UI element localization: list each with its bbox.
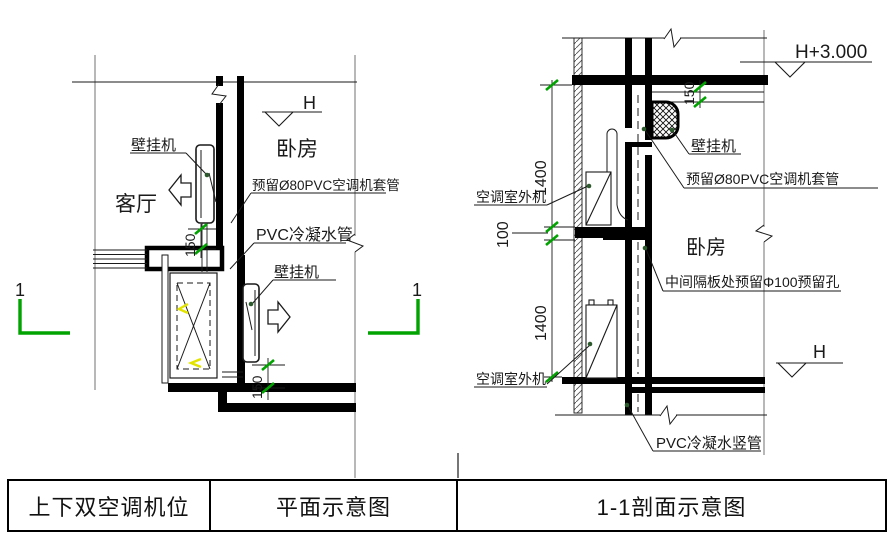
- wall-unit-top-label: 壁挂机: [131, 137, 176, 154]
- outdoor-unit-bottom-label: 空调室外机: [476, 371, 546, 387]
- section-mark-right: 1: [368, 280, 422, 335]
- plan-elevation-label: H: [303, 93, 316, 113]
- section-bottom-slab-1: [562, 377, 765, 384]
- plan-wall-right-leaf: [237, 76, 244, 255]
- section-pipe: [606, 128, 618, 215]
- section-top-slab: [572, 75, 768, 85]
- airflow-arrow-right-icon: [267, 300, 291, 334]
- plan-wall-lower: [237, 255, 245, 386]
- title-block-cell-section: 1-1剖面示意图: [596, 494, 747, 520]
- elevation-top-value: H+3.000: [795, 42, 867, 63]
- dim-value: 150: [681, 81, 697, 105]
- section-view: H+3.000 H 150 1400 100 1400: [457, 27, 878, 479]
- window-symbol: [93, 249, 147, 269]
- section-elevation-top: H+3.000: [740, 42, 872, 78]
- plan-living-room-label: 客厅: [115, 193, 157, 216]
- drain-riser-label: PVC冷凝水竖管: [656, 435, 762, 452]
- title-block-cell-name: 上下双空调机位: [9, 481, 211, 530]
- airflow-arrow-left-icon: [168, 173, 192, 207]
- plan-drain-label: PVC冷凝水管: [256, 226, 353, 244]
- title-block: 上下双空调机位 平面示意图 1-1剖面示意图: [7, 479, 887, 532]
- plan-wall-bottom-2: [218, 403, 356, 412]
- plan-elevation-mark: H: [262, 93, 322, 127]
- break-symbol: [754, 224, 774, 243]
- plan-wall-bottom-joint: [218, 385, 227, 410]
- plan-annotations: 壁挂机 预留Ø80PVC空调机套管 PVC冷凝水管 壁挂机: [130, 137, 400, 307]
- section-dim-chain: 1400 100 1400: [495, 78, 575, 384]
- section-dim-150: 150: [681, 80, 708, 109]
- plan-wall-bottom-1: [168, 383, 356, 392]
- dim-value: 1400: [533, 305, 550, 341]
- plan-outdoor-unit: [169, 272, 218, 379]
- plan-wall-left-leaf: [216, 76, 223, 251]
- section-bottom-slab-2: [631, 387, 765, 393]
- plan-dim-150-top: 150: [182, 222, 216, 258]
- section-mid-hole-label: 中间隔板处预留Φ100预留孔: [665, 274, 840, 290]
- plan-view: H 客厅 卧房 壁挂机 预留Ø80PVC空调机套管 PVC冷凝水管 壁挂机: [15, 55, 422, 478]
- section-pipe-elbow: [616, 204, 629, 221]
- section-mid-slab-step: [603, 231, 652, 240]
- section-outdoor-unit-top: [585, 171, 612, 226]
- section-exterior-wall: [573, 37, 583, 414]
- plan-dim-150-bottom: 150: [249, 358, 285, 400]
- dim-value: 150: [249, 375, 265, 399]
- title-block-cell-plan: 平面示意图: [211, 481, 458, 530]
- section-annotations: 壁挂机 预留Ø80PVC空调机套管 卧房 中间隔板处预留Φ100预留孔 空调室外…: [474, 126, 878, 452]
- break-symbol: [345, 233, 365, 253]
- elevation-bottom-value: H: [813, 342, 826, 362]
- highlight-mark: [187, 357, 202, 369]
- section-elevation-bottom: H: [776, 342, 843, 378]
- break-symbol: [659, 404, 678, 426]
- plan-wall-unit-top: [195, 144, 217, 224]
- dim-value: 100: [495, 221, 512, 248]
- balcony-side-wall: [161, 254, 169, 384]
- plan-bedroom-label: 卧房: [276, 138, 318, 161]
- section-sleeve-label: 预留Ø80PVC空调机套管: [686, 171, 839, 187]
- plan-sleeve-label: 预留Ø80PVC空调机套管: [252, 178, 400, 193]
- section-interior-wall: [625, 38, 652, 415]
- break-mask: [348, 236, 362, 252]
- break-mask: [757, 227, 771, 242]
- highlight-mark: [176, 302, 189, 315]
- plan-wall-unit-bottom: [242, 283, 260, 363]
- dim-value: 1400: [533, 160, 550, 196]
- break-symbol: [663, 27, 682, 49]
- section-mark-number: 1: [412, 280, 422, 300]
- section-mark-left: 1: [15, 280, 70, 335]
- section-wall-unit-label: 壁挂机: [691, 138, 736, 155]
- wall-unit-bottom-label: 壁挂机: [274, 264, 319, 281]
- section-bedroom-label: 卧房: [686, 236, 726, 259]
- break-symbol: [211, 83, 227, 106]
- cad-canvas: H 客厅 卧房 壁挂机 预留Ø80PVC空调机套管 PVC冷凝水管 壁挂机: [15, 27, 878, 479]
- section-outdoor-unit-bottom: [585, 299, 618, 379]
- section-mark-number: 1: [15, 280, 25, 300]
- outdoor-unit-top-label: 空调室外机: [476, 189, 546, 205]
- dim-value: 150: [182, 233, 198, 257]
